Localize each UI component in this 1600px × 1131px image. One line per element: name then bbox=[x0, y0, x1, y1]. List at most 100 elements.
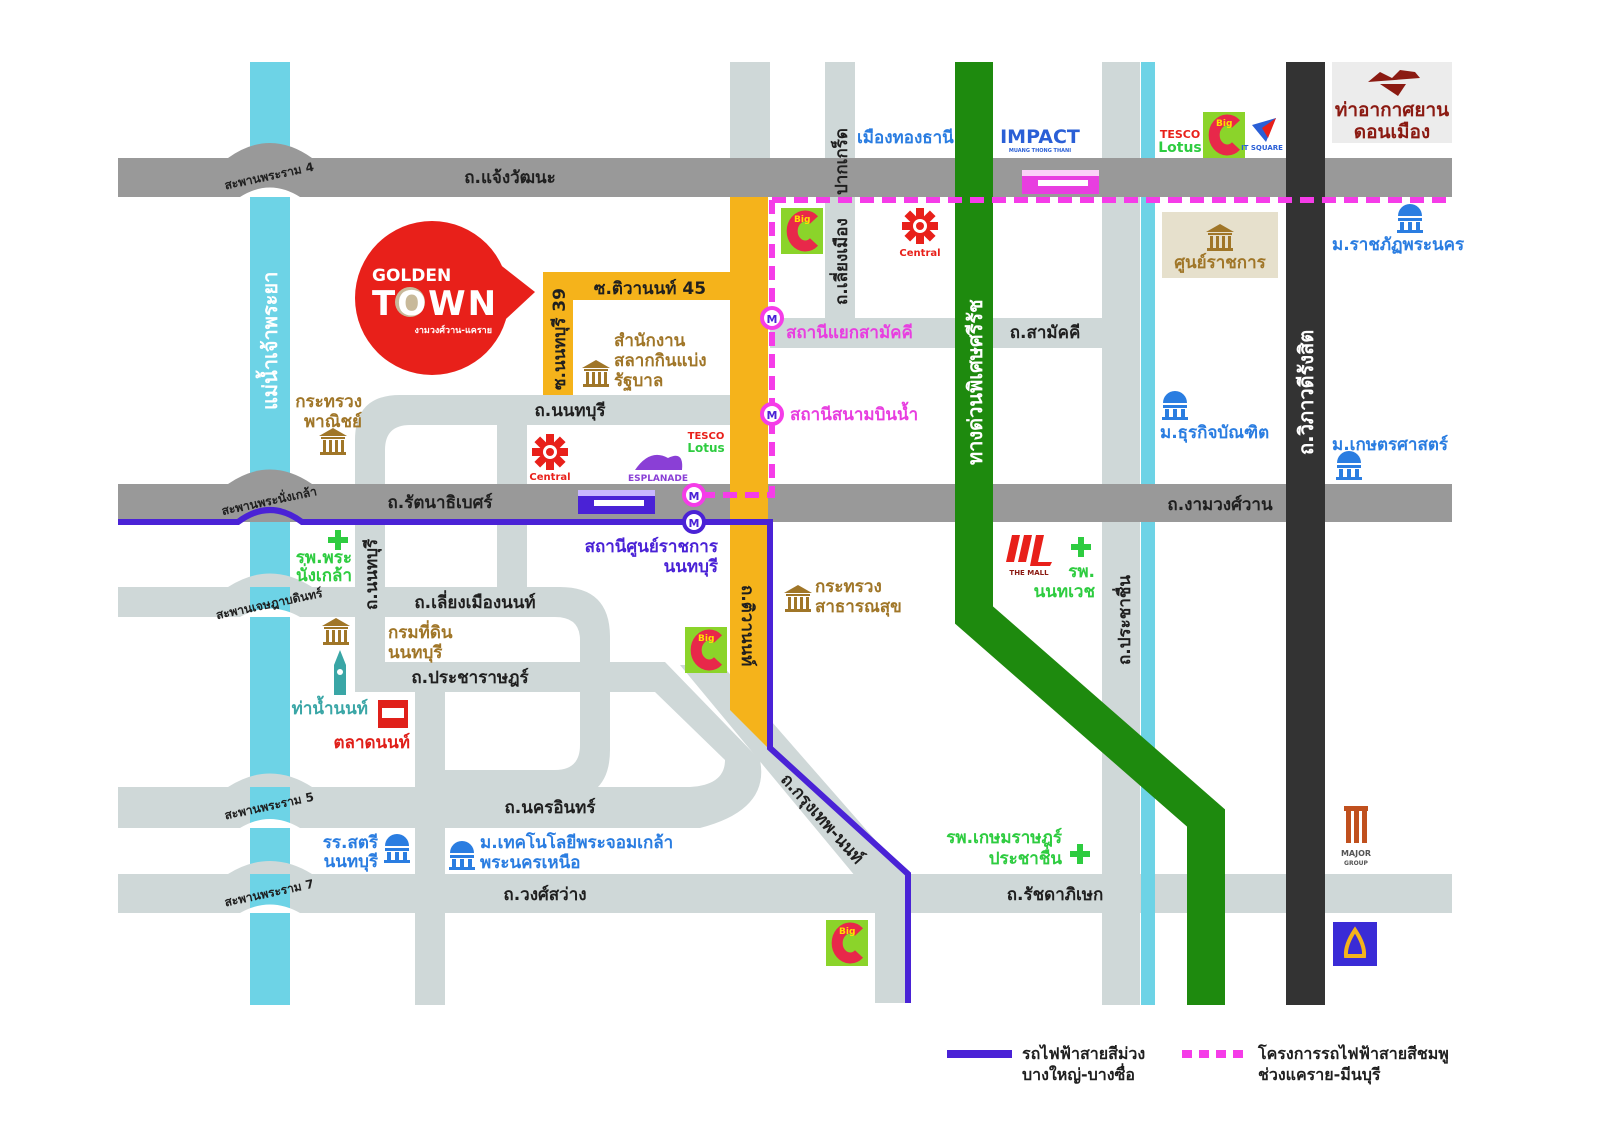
legend-purple-label: รถไฟฟ้าสายสีม่วง bbox=[1022, 1044, 1145, 1063]
chaeng-watthana-road bbox=[118, 158, 1452, 197]
legend-pink-label: โครงการรถไฟฟ้าสายสีชมพู bbox=[1257, 1043, 1449, 1065]
svg-text:Central: Central bbox=[899, 248, 940, 259]
svg-text:ท่าอากาศยาน: ท่าอากาศยาน bbox=[1335, 99, 1449, 121]
label-samakkhi: ถ.สามัคคี bbox=[1010, 322, 1081, 343]
svg-text:TESCO: TESCO bbox=[688, 431, 725, 442]
station-yaek-samakkhi-marker[interactable]: M bbox=[760, 306, 784, 330]
station-pink-interchange-marker[interactable]: M bbox=[682, 483, 706, 507]
lottery-office: สำนักงาน สลากกินแบ่ง รัฐบาล bbox=[582, 331, 707, 392]
svg-text:M: M bbox=[767, 409, 778, 422]
impact-logo: IMPACT MUANG THONG THANI bbox=[1000, 126, 1080, 154]
svg-text:ม.ราชภัฏพระนคร: ม.ราชภัฏพระนคร bbox=[1332, 235, 1465, 255]
svg-text:รพ.: รพ. bbox=[1068, 562, 1095, 582]
label-station-sun-ratchakan: สถานีศูนย์ราชการ bbox=[585, 536, 719, 558]
svg-text:ESPLANADE: ESPLANADE bbox=[628, 474, 688, 484]
tesco-lotus-logo-chaeng-watthana: TESCO Lotus bbox=[1158, 128, 1202, 156]
svg-text:กรมที่ดิน: กรมที่ดิน bbox=[388, 620, 453, 643]
golden-town-name: TOWN bbox=[372, 284, 498, 324]
scb-bank-logo bbox=[1333, 922, 1377, 966]
big-c-logo-chaeng-watthana: Big bbox=[1203, 112, 1245, 158]
svg-text:สาธารณสุข: สาธารณสุข bbox=[815, 597, 902, 617]
svg-text:พาณิชย์: พาณิชย์ bbox=[304, 411, 362, 432]
svg-text:Central: Central bbox=[529, 472, 570, 483]
golden-town-subtitle: งามวงศ์วาน-แคราย bbox=[414, 324, 492, 336]
kmutnb: ม.เทคโนโลยีพระจอมเกล้า พระนครเหนือ bbox=[449, 832, 673, 873]
minor-roads bbox=[118, 62, 1452, 1005]
svg-text:ดอนเมือง: ดอนเมือง bbox=[1354, 121, 1430, 143]
svg-text:Big: Big bbox=[839, 927, 855, 937]
svg-text:M: M bbox=[689, 490, 700, 503]
svg-text:MAJOR: MAJOR bbox=[1341, 849, 1371, 858]
svg-text:สำนักงาน: สำนักงาน bbox=[614, 331, 686, 351]
golden-town-title: GOLDEN bbox=[372, 266, 451, 286]
purple-line bbox=[118, 507, 911, 1003]
station-sanambin-nam-marker[interactable]: M bbox=[760, 402, 784, 426]
svg-text:M: M bbox=[767, 313, 778, 326]
svg-text:ม.ธุรกิจบัณฑิต: ม.ธุรกิจบัณฑิต bbox=[1160, 423, 1269, 443]
legend-purple-sublabel: บางใหญ่-บางซื่อ bbox=[1022, 1063, 1135, 1085]
svg-text:Lotus: Lotus bbox=[687, 441, 724, 455]
svg-text:กระทรวง: กระทรวง bbox=[295, 392, 362, 412]
ministry-of-commerce: กระทรวง พาณิชย์ bbox=[295, 392, 362, 455]
label-chaeng-watthana: ถ.แจ้งวัฒนะ bbox=[464, 168, 556, 188]
nonthaburi-pier: ท่าน้ำนนท์ bbox=[292, 650, 368, 719]
clock-tower-icon bbox=[334, 650, 346, 695]
svg-text:พระนครเหนือ: พระนครเหนือ bbox=[480, 852, 580, 873]
purple-train-icon bbox=[578, 490, 655, 514]
si-rat-expressway bbox=[955, 62, 1225, 1005]
svg-text:Big: Big bbox=[698, 634, 714, 644]
label-nakhon-in: ถ.นครอินทร์ bbox=[504, 797, 596, 818]
label-river: แม่น้ำเจ้าพระยา bbox=[255, 272, 282, 410]
bridges bbox=[228, 143, 312, 913]
ministry-of-public-health: กระทรวง สาธารณสุข bbox=[784, 577, 902, 617]
canal bbox=[1141, 62, 1155, 1005]
big-c-logo-ratchadaphisek: Big bbox=[826, 920, 868, 966]
label-muang-thong-thani: เมืองทองธานี bbox=[857, 127, 954, 148]
label-nonthaburi-road-vertical: ถ.นนทบุรี bbox=[361, 538, 382, 610]
tiwanon-roads bbox=[543, 197, 768, 748]
label-vibhavadi: ถ.วิภาวดีรังสิต bbox=[1294, 330, 1318, 455]
government-center: ศูนย์ราชการ bbox=[1162, 212, 1278, 278]
hospital-nangklao: รพ.พระ นั่งเกล้า bbox=[296, 530, 352, 586]
label-rattanathibet: ถ.รัตนาธิเบศร์ bbox=[388, 492, 494, 513]
label-pracharat: ถ.ประชาราษฎร์ bbox=[411, 667, 529, 688]
label-tiwanon: ถ.ติวานนท์ bbox=[737, 585, 758, 666]
svg-text:M: M bbox=[689, 517, 700, 530]
svg-text:รัฐบาล: รัฐบาล bbox=[614, 371, 663, 392]
market-stall-icon bbox=[378, 700, 408, 728]
phranakhon-rajabhat-university: ม.ราชภัฏพระนคร bbox=[1332, 204, 1465, 255]
major-group-logo: MAJOR GROUP bbox=[1341, 806, 1371, 867]
svg-text:นนทบุรี: นนทบุรี bbox=[388, 642, 443, 663]
label-pakkret: ปากเกร็ด bbox=[829, 128, 852, 195]
central-logo-chaeng-watthana: Central bbox=[899, 208, 941, 259]
vibhavadi-road bbox=[1286, 62, 1325, 1005]
svg-text:Big: Big bbox=[1216, 119, 1232, 129]
svg-text:รพ.พระ: รพ.พระ bbox=[296, 548, 352, 568]
pink-line bbox=[695, 197, 1452, 498]
label-ngamwongwan: ถ.งามวงศ์วาน bbox=[1167, 494, 1273, 515]
it-square-logo: IT SQUARE bbox=[1241, 118, 1283, 152]
label-expressway: ทางด่วนพิเศษศรีรัช bbox=[963, 299, 987, 465]
esplanade-logo: ESPLANADE bbox=[628, 454, 688, 484]
golden-town-marker[interactable]: GOLDEN TOWN งามวงศ์วาน-แคราย bbox=[355, 221, 535, 375]
station-sun-ratchakan-marker[interactable]: M bbox=[682, 510, 706, 534]
legend: รถไฟฟ้าสายสีม่วง บางใหญ่-บางซื่อ โครงการ… bbox=[947, 1043, 1449, 1085]
label-station-yaek-samakkhi: สถานีแยกสามัคคี bbox=[786, 322, 913, 343]
svg-text:นั่งเกล้า: นั่งเกล้า bbox=[296, 563, 352, 586]
svg-text:สลากกินแบ่ง: สลากกินแบ่ง bbox=[614, 351, 707, 371]
label-soi-tiwanon-45: ซ.ติวานนท์ 45 bbox=[594, 278, 706, 299]
nonthaburi-market: ตลาดนนท์ bbox=[334, 700, 410, 753]
dhurakij-pundit-university: ม.ธุรกิจบัณฑิต bbox=[1160, 391, 1269, 443]
label-station-sanambin-nam: สถานีสนามบินน้ำ bbox=[790, 401, 918, 425]
central-logo: Central bbox=[529, 434, 571, 483]
svg-text:นนทบุรี: นนทบุรี bbox=[324, 851, 379, 872]
chao-phraya-river bbox=[250, 62, 290, 1005]
kasetsart-university: ม.เกษตรศาสตร์ bbox=[1332, 434, 1449, 480]
airplane-icon bbox=[1368, 70, 1420, 96]
svg-text:ม.เทคโนโลยีพระจอมเกล้า: ม.เทคโนโลยีพระจอมเกล้า bbox=[480, 832, 673, 853]
hospital-kasemrad: รพ.เกษมราษฎร์ ประชาชื่น bbox=[946, 827, 1090, 869]
svg-text:IT SQUARE: IT SQUARE bbox=[1241, 144, 1283, 152]
label-station-sun-ratchakan-2: นนทบุรี bbox=[664, 556, 719, 577]
svg-text:นนทเวช: นนทเวช bbox=[1034, 582, 1096, 602]
